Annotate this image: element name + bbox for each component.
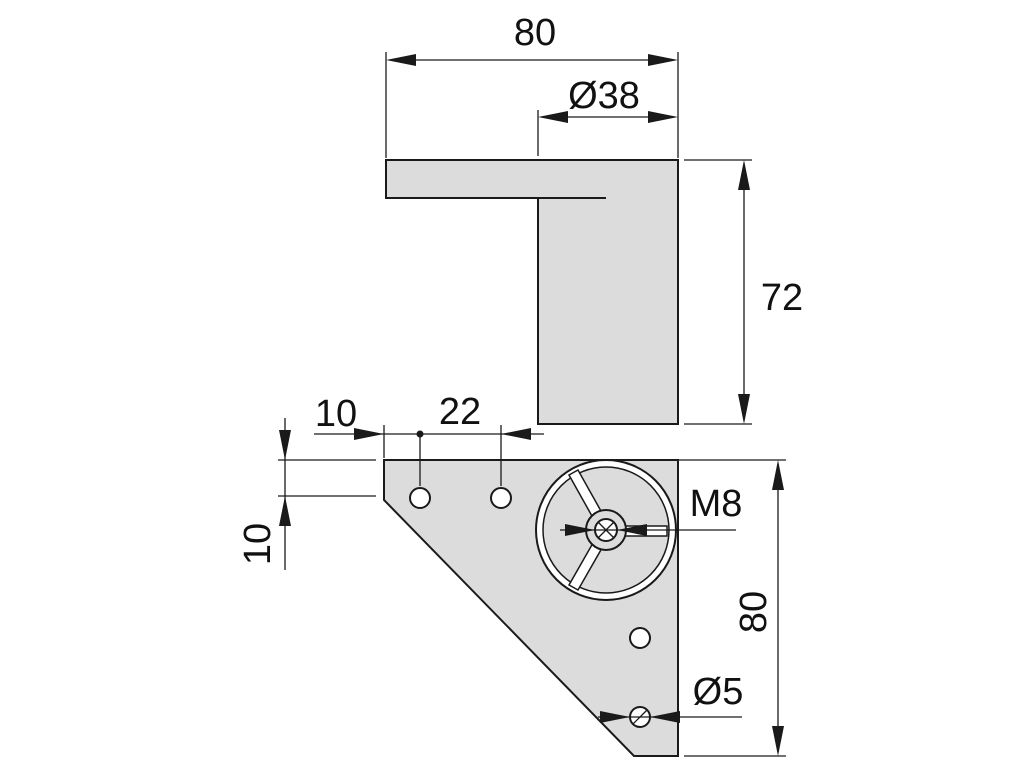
dim-label-hole-spacing: 22: [439, 391, 481, 433]
dimension-top-width: 80: [385, 12, 679, 158]
plan-view: [383, 459, 679, 757]
dimension-hole-offset: 10: [314, 393, 544, 486]
side-view: [385, 159, 679, 425]
dim-label-hole-diameter: Ø5: [693, 671, 744, 713]
mounting-hole-3: [629, 627, 651, 649]
dimension-cylinder-diameter: Ø38: [537, 75, 678, 156]
mounting-hole-2: [490, 487, 512, 509]
side-view-profile: [385, 159, 679, 425]
dim-label-plate-length: 80: [733, 591, 775, 633]
mounting-hole-1: [409, 487, 431, 509]
dim-label-thread: M8: [690, 483, 743, 525]
dimension-hole-spacing: 22: [439, 391, 481, 433]
dim-label-edge-offset: 10: [237, 523, 279, 565]
dim-label-height: 72: [761, 277, 803, 319]
dimension-plate-length: 80: [640, 459, 786, 757]
dimension-height: 72: [684, 159, 803, 425]
dim-label-cylinder-diameter: Ø38: [568, 75, 640, 117]
dimension-edge-offset: 10: [237, 418, 376, 570]
dimension-thread: M8: [560, 483, 742, 536]
dim-label-hole-offset: 10: [315, 393, 357, 435]
dim-label-top-width: 80: [514, 12, 556, 54]
dimension-hole-diameter: Ø5: [598, 671, 743, 723]
